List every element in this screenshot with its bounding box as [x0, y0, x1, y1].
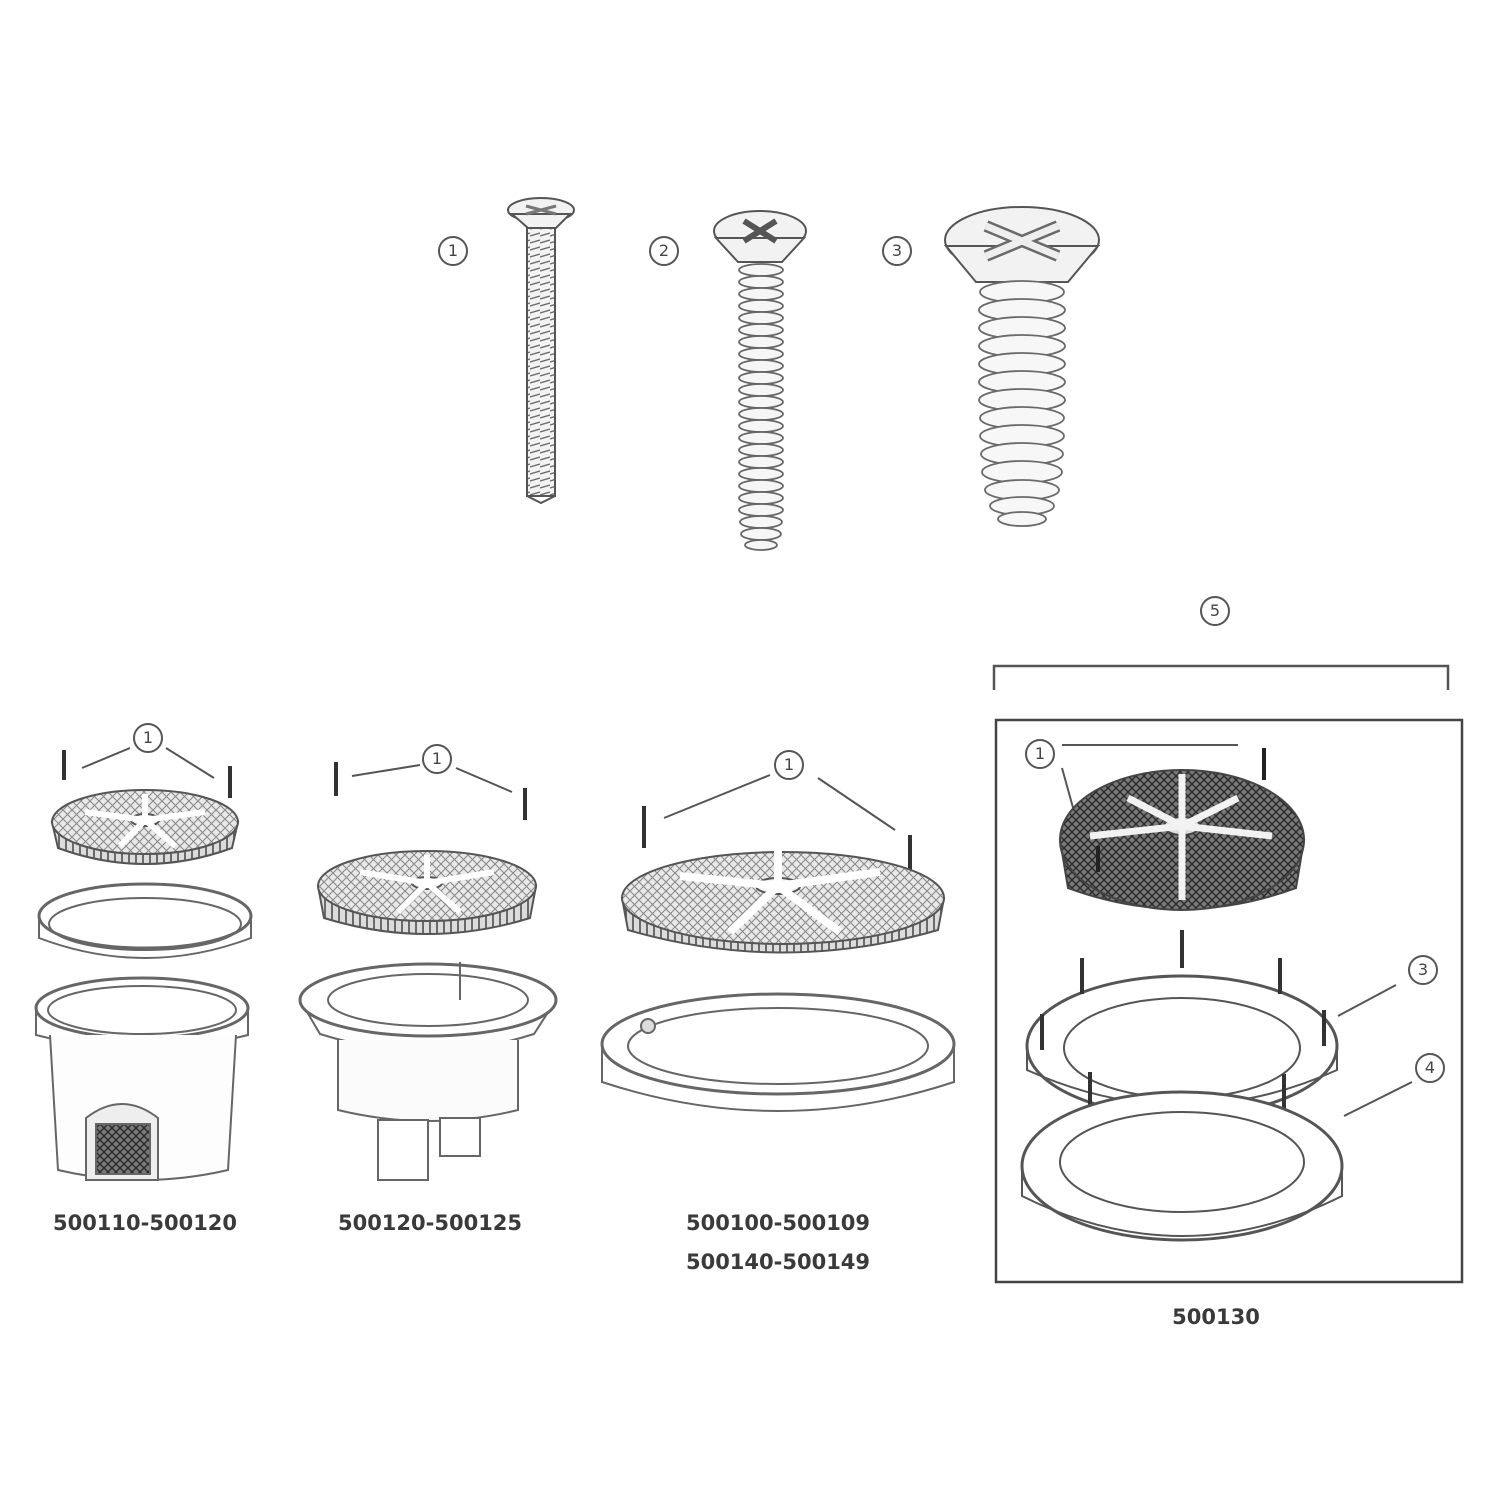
screw-3 — [943, 206, 1101, 527]
screw-2 — [713, 210, 807, 551]
callout-b-1: 1 — [422, 744, 452, 774]
callout-screw-2: 2 — [649, 236, 679, 266]
grate-cover-c — [620, 848, 946, 954]
grate-cover-d — [1058, 769, 1306, 911]
kit-bracket — [992, 664, 1450, 690]
callout-d-4: 4 — [1415, 1053, 1445, 1083]
kit-frame — [994, 718, 1464, 1284]
drain-assembly-c — [600, 774, 956, 1112]
ring-d-lower — [1020, 1090, 1344, 1242]
drain-assembly-b — [298, 762, 558, 1181]
callout-a-1: 1 — [133, 723, 163, 753]
ring-c — [600, 992, 956, 1112]
callout-d-3: 3 — [1408, 955, 1438, 985]
screw-1 — [507, 197, 575, 505]
ring-a — [37, 882, 253, 959]
drain-assembly-d — [1020, 744, 1413, 1242]
part-number-group-c-2: 500140-500149 — [685, 1250, 871, 1274]
grate-cover-a — [50, 789, 240, 865]
part-number-group-d: 500130 — [1172, 1305, 1260, 1329]
callout-screw-1: 1 — [438, 236, 468, 266]
body-b — [298, 962, 558, 1181]
part-number-group-b: 500120-500125 — [337, 1211, 523, 1235]
drain-assembly-a — [34, 747, 253, 1181]
callout-d-1: 1 — [1025, 739, 1055, 769]
pins-a — [62, 750, 232, 798]
part-number-group-c-1: 500100-500109 — [685, 1211, 871, 1235]
body-a — [34, 976, 250, 1181]
grate-cover-b — [316, 850, 538, 935]
part-number-group-a: 500110-500120 — [52, 1211, 238, 1235]
callout-c-1: 1 — [774, 750, 804, 780]
callout-screw-3: 3 — [882, 236, 912, 266]
callout-kit-5: 5 — [1200, 596, 1230, 626]
